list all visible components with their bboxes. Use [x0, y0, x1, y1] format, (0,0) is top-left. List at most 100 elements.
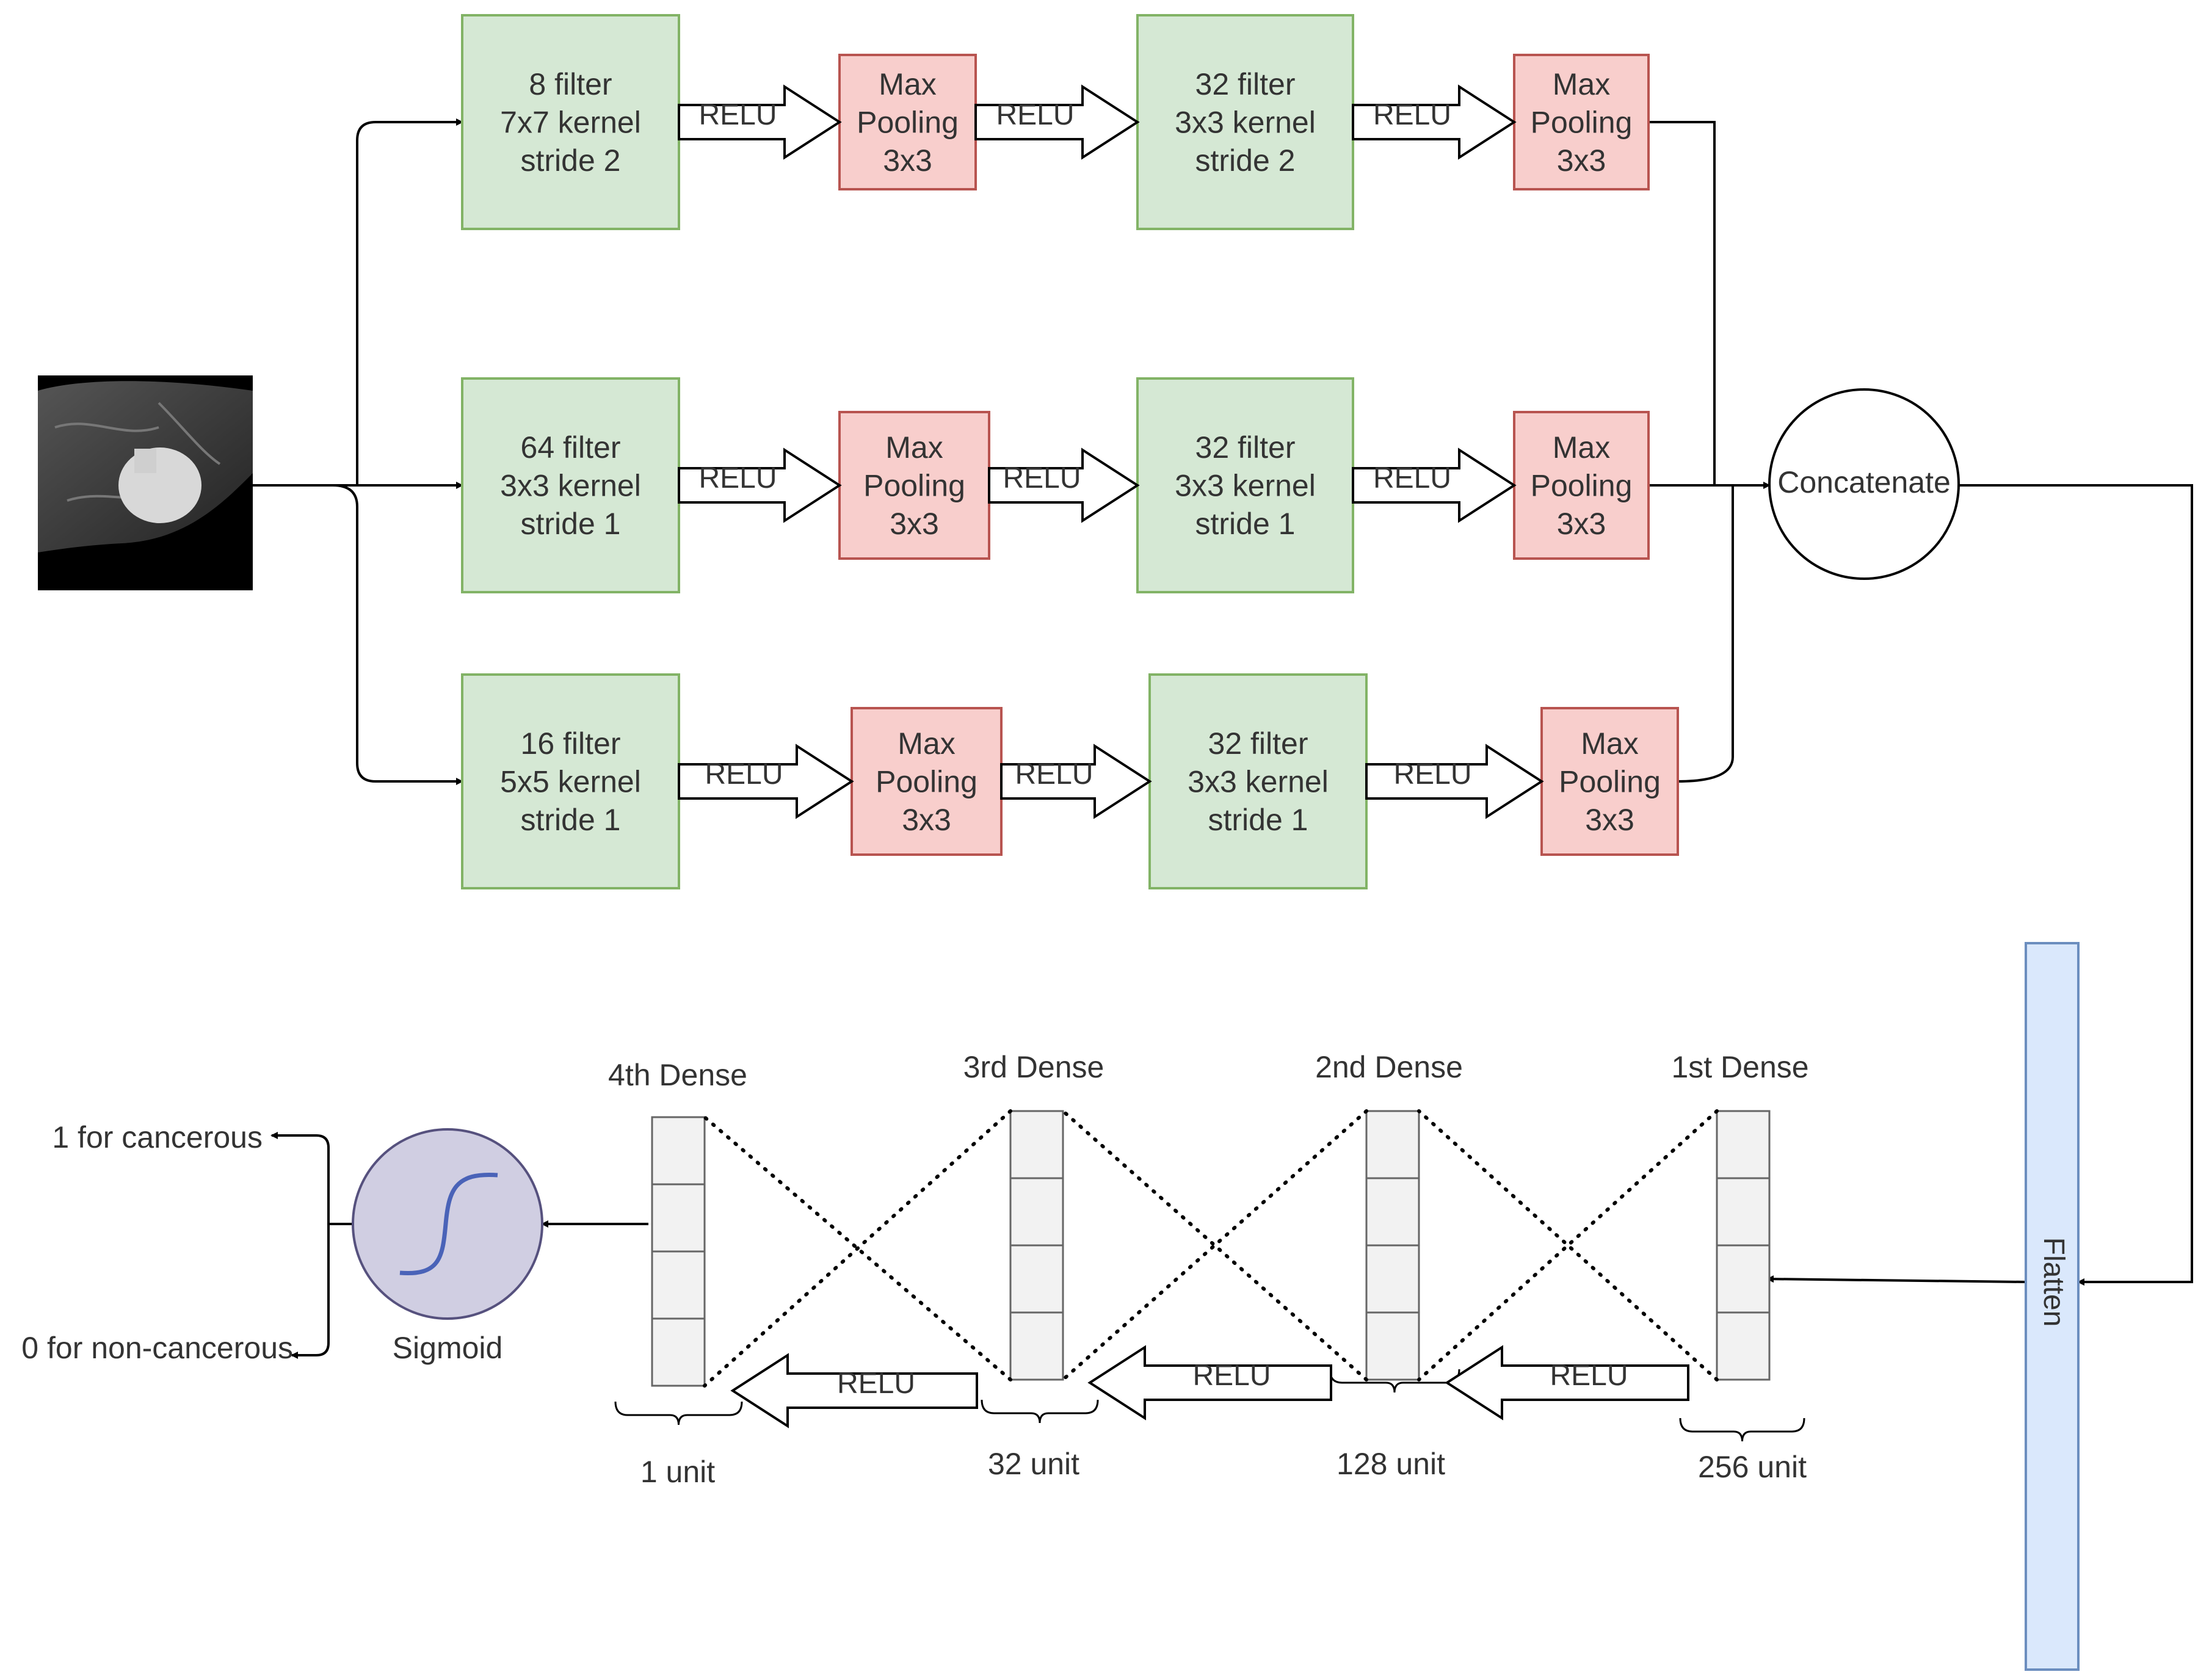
branch-2-relu1-arrow: RELU — [678, 447, 842, 523]
dense-connection-dots — [1417, 1109, 1719, 1381]
input-image — [38, 375, 253, 590]
connector-branch-1-to-concat — [1648, 121, 1716, 484]
branch-2-relu2-arrow-label: RELU — [1003, 462, 1081, 494]
branch-3-pool1-line-2: Pooling — [876, 765, 977, 799]
dense-4-brace — [614, 1401, 743, 1425]
dense-relu-arrow-2-label: RELU — [1192, 1360, 1271, 1392]
dense-4-unit-cell — [651, 1317, 706, 1387]
branch-3-relu3-arrow: RELU — [1365, 744, 1544, 819]
dense-3-brace — [981, 1399, 1099, 1424]
branch-3-pool2-line-1: Max — [1581, 726, 1638, 761]
dense-relu-arrow-3: RELU — [730, 1353, 978, 1428]
connector-branch-3-to-concat — [1677, 485, 1734, 783]
dense-relu-arrow-1-label: RELU — [1550, 1360, 1628, 1392]
branch-3-pool1-line-1: Max — [898, 726, 955, 761]
branch-3-relu2-arrow: RELU — [1000, 744, 1152, 819]
branch-1-pool2-line-2: Pooling — [1531, 106, 1633, 140]
branch-3-pool1-line-3: 3x3 — [902, 803, 951, 837]
output-cancerous: 1 for cancerous — [52, 1120, 263, 1154]
dense-2-units-label: 128 unit — [1337, 1447, 1445, 1481]
dense-3-unit-cell — [1009, 1311, 1064, 1381]
dense-connection-dots — [1417, 1109, 1719, 1381]
connectors — [253, 118, 2193, 1359]
branch-1-relu3-arrow-label: RELU — [1373, 99, 1451, 131]
dense-3-unit-cell — [1009, 1177, 1064, 1247]
flatten-label: Flatten — [2037, 1237, 2070, 1327]
branch-2-conv2-block: 32 filter 3x3 kernel stride 1 — [1136, 377, 1354, 593]
branch-3-conv2-line-2: 3x3 kernel — [1188, 765, 1329, 799]
dense-1-unit-cell — [1716, 1244, 1771, 1314]
dense-4-unit-cell — [651, 1183, 706, 1253]
branch-2-conv2-line-2: 3x3 kernel — [1175, 469, 1316, 503]
branch-2-relu1-arrow-label: RELU — [698, 462, 777, 494]
dense-connection-dots — [703, 1115, 1012, 1381]
dense-4-unit-cell — [651, 1116, 706, 1186]
dense-1-brace — [1679, 1418, 1805, 1442]
dense-1-unit-cell — [1716, 1177, 1771, 1247]
dense-4-title: 4th Dense — [608, 1058, 747, 1092]
branch-1-relu2-arrow-label: RELU — [996, 99, 1074, 131]
branch-3-pool2-line-3: 3x3 — [1585, 803, 1634, 837]
sigmoid-curve-icon — [399, 1172, 498, 1276]
dense-4-unit-cell — [651, 1250, 706, 1320]
branch-2-pool2-line-1: Max — [1553, 430, 1610, 465]
branch-3-conv2-block: 32 filter 3x3 kernel stride 1 — [1148, 673, 1368, 889]
branch-1-pool1-line-1: Max — [879, 67, 936, 101]
dense-1-title: 1st Dense — [1671, 1050, 1808, 1084]
branch-1-conv2-line-2: 3x3 kernel — [1175, 106, 1316, 140]
branch-2-relu3-arrow: RELU — [1352, 447, 1517, 523]
branch-2-relu2-arrow: RELU — [988, 447, 1140, 523]
branch-2-pool1-line-1: Max — [885, 430, 943, 465]
dense-connection-dots — [703, 1109, 1012, 1388]
branch-2-pool1-line-3: 3x3 — [890, 507, 939, 541]
branch-2-conv1-line-3: stride 1 — [521, 507, 621, 541]
dense-1-layer: 1st Dense 256 unit — [1671, 1050, 1808, 1484]
concatenate-label: Concatenate — [1777, 465, 1951, 499]
connector-sigmoid-to-non-cancerous — [291, 1224, 330, 1359]
sigmoid-node: Sigmoid — [352, 1128, 543, 1365]
connector-input-to-branch-1 — [356, 118, 463, 485]
dense-2-unit-cell — [1365, 1110, 1420, 1179]
connector-input-to-branch-3 — [332, 484, 463, 785]
dense-relu-arrow-3-label: RELU — [837, 1367, 915, 1400]
branch-3-conv2-line-1: 32 filter — [1208, 726, 1308, 761]
branch-1-pool1-line-2: Pooling — [857, 106, 959, 140]
concatenate-node: Concatenate — [1768, 388, 1960, 580]
branch-1-relu2-arrow: RELU — [974, 84, 1140, 160]
dense-relu-arrow-2: RELU — [1087, 1345, 1332, 1421]
branch-1-relu3-arrow: RELU — [1352, 84, 1517, 160]
branch-1-conv2-line-1: 32 filter — [1195, 67, 1296, 101]
dense-2-unit-cell — [1365, 1244, 1420, 1314]
branch-2-conv2-line-3: stride 1 — [1195, 507, 1296, 541]
dense-connection-dots — [1061, 1109, 1368, 1381]
branch-3-conv2-line-3: stride 1 — [1208, 803, 1308, 837]
branch-1-conv1-line-1: 8 filter — [529, 67, 612, 101]
branch-1-conv2-line-3: stride 2 — [1195, 143, 1296, 178]
connector-flatten-to-dense-1 — [1766, 1275, 2026, 1283]
branch-2-pool2-line-2: Pooling — [1531, 469, 1633, 503]
branch-2-conv2-line-1: 32 filter — [1195, 430, 1296, 465]
dense-2-unit-cell — [1365, 1177, 1420, 1247]
dense-1-units-label: 256 unit — [1698, 1450, 1807, 1484]
dense-connection-dots — [1061, 1109, 1368, 1381]
branch-2-conv1-block: 64 filter 3x3 kernel stride 1 — [461, 377, 680, 593]
branch-3-pool2-line-2: Pooling — [1559, 765, 1661, 799]
dense-1-unit-cell — [1716, 1110, 1771, 1179]
branch-2-pool1-line-2: Pooling — [863, 469, 965, 503]
branch-2-conv1-line-1: 64 filter — [521, 430, 621, 465]
branch-2-conv1-line-2: 3x3 kernel — [500, 469, 641, 503]
dense-3-unit-cell — [1009, 1244, 1064, 1314]
branch-3-conv1-line-1: 16 filter — [521, 726, 621, 761]
branch-1-pool2-line-3: 3x3 — [1557, 143, 1606, 178]
sigmoid-label: Sigmoid — [393, 1331, 503, 1365]
branch-3-relu1-arrow: RELU — [678, 744, 854, 819]
dense-2-unit-cell — [1365, 1311, 1420, 1381]
